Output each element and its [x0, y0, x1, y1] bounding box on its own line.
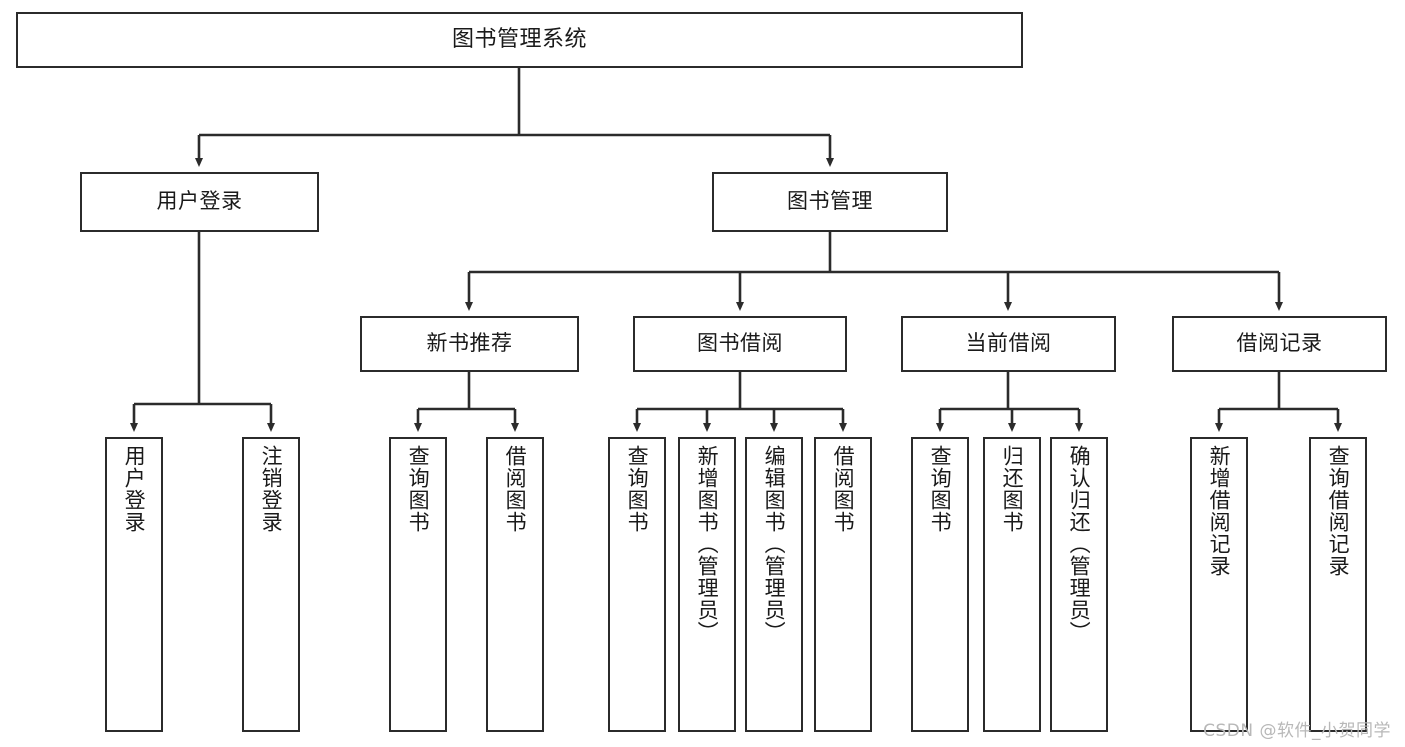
node-user-login-label: 用户登录: [156, 189, 243, 214]
leaf-confirm-return-label: 确认归还（管理员）: [1067, 445, 1092, 643]
node-current-borrow[interactable]: 当前借阅: [901, 316, 1116, 372]
node-root-label: 图书管理系统: [451, 26, 587, 52]
leaf-borrow-book-2-label: 借阅图书: [831, 445, 856, 533]
node-book-management[interactable]: 图书管理: [712, 172, 948, 232]
leaf-query-book-3[interactable]: 查询图书: [911, 437, 969, 732]
leaf-query-book-2-label: 查询图书: [625, 445, 650, 533]
node-user-login[interactable]: 用户登录: [80, 172, 319, 232]
leaf-borrow-book-2[interactable]: 借阅图书: [814, 437, 872, 732]
leaf-borrow-book-1-label: 借阅图书: [503, 445, 528, 533]
leaf-user-login-label: 用户登录: [122, 445, 147, 533]
leaf-return-book-label: 归还图书: [1000, 445, 1025, 533]
leaf-query-book-1-label: 查询图书: [406, 445, 431, 533]
node-borrow-records-label: 借阅记录: [1236, 331, 1323, 356]
node-book-borrow[interactable]: 图书借阅: [633, 316, 847, 372]
leaf-user-login[interactable]: 用户登录: [105, 437, 163, 732]
watermark: CSDN @软件_小贺同学: [1203, 721, 1391, 741]
leaf-edit-book[interactable]: 编辑图书（管理员）: [745, 437, 803, 732]
node-new-book-recommend-label: 新书推荐: [426, 331, 513, 356]
leaf-query-record[interactable]: 查询借阅记录: [1309, 437, 1367, 732]
node-root-system[interactable]: 图书管理系统: [16, 12, 1023, 68]
leaf-add-record-label: 新增借阅记录: [1207, 445, 1232, 577]
node-borrow-records[interactable]: 借阅记录: [1172, 316, 1387, 372]
leaf-query-record-label: 查询借阅记录: [1326, 445, 1351, 577]
leaf-borrow-book-1[interactable]: 借阅图书: [486, 437, 544, 732]
leaf-add-record[interactable]: 新增借阅记录: [1190, 437, 1248, 732]
node-book-management-label: 图书管理: [787, 189, 873, 214]
leaf-return-book[interactable]: 归还图书: [983, 437, 1041, 732]
leaf-add-book-label: 新增图书（管理员）: [695, 445, 720, 643]
node-new-book-recommend[interactable]: 新书推荐: [360, 316, 579, 372]
leaf-query-book-2[interactable]: 查询图书: [608, 437, 666, 732]
leaf-confirm-return[interactable]: 确认归还（管理员）: [1050, 437, 1108, 732]
leaf-logout-label: 注销登录: [259, 445, 284, 533]
node-current-borrow-label: 当前借阅: [965, 331, 1052, 356]
leaf-add-book[interactable]: 新增图书（管理员）: [678, 437, 736, 732]
leaf-query-book-1[interactable]: 查询图书: [389, 437, 447, 732]
leaf-edit-book-label: 编辑图书（管理员）: [762, 445, 787, 643]
node-book-borrow-label: 图书借阅: [697, 331, 783, 356]
leaf-query-book-3-label: 查询图书: [928, 445, 953, 533]
leaf-logout[interactable]: 注销登录: [242, 437, 300, 732]
